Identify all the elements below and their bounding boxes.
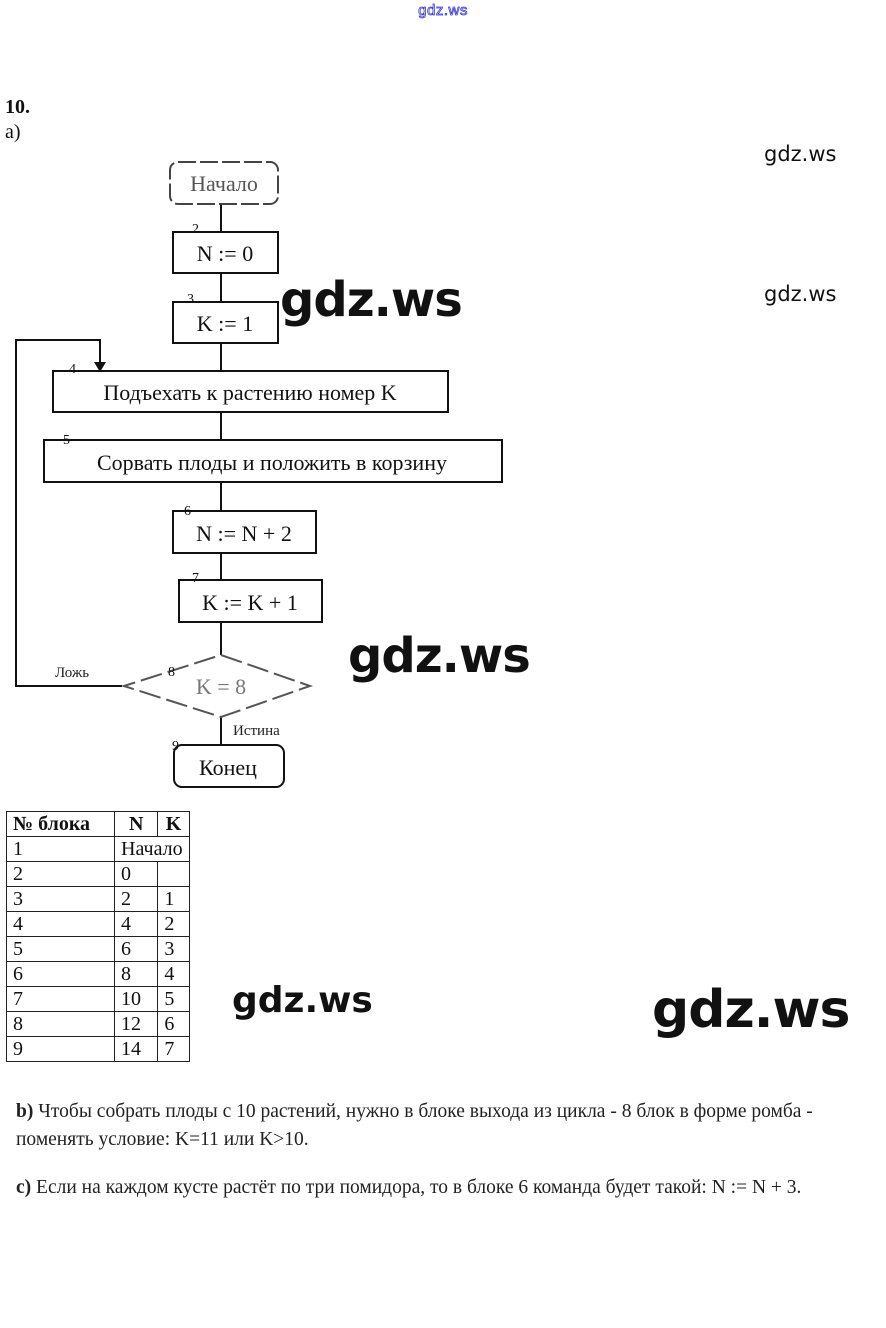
block-number: 9 bbox=[172, 739, 179, 754]
table-cell: 12 bbox=[113, 1011, 159, 1037]
block-number: 5 bbox=[63, 433, 70, 448]
block-5 bbox=[43, 439, 503, 483]
true-branch-label: Истина bbox=[233, 723, 280, 739]
table-cell bbox=[157, 861, 190, 887]
table-row: 4 4 2 bbox=[6, 911, 190, 937]
block-text-end: Конец bbox=[199, 755, 257, 780]
table-row: 7 10 5 bbox=[6, 986, 190, 1012]
block-number: 8 bbox=[168, 665, 175, 680]
loop-back-arrow bbox=[15, 339, 122, 687]
task-number: 10. bbox=[5, 96, 30, 118]
answer-b-text: Чтобы собрать плоды с 10 растений, нужно… bbox=[16, 1101, 813, 1150]
table-cell: 6 bbox=[113, 936, 159, 962]
table-cell: 6 bbox=[6, 961, 115, 987]
table-cell: Начало bbox=[114, 836, 190, 862]
block-6 bbox=[172, 510, 317, 554]
part-a-label: a) bbox=[5, 121, 21, 143]
table-cell: 5 bbox=[6, 936, 115, 962]
table-row: 1 Начало bbox=[6, 836, 190, 862]
block-number: 6 bbox=[184, 504, 191, 519]
block-7 bbox=[178, 579, 323, 623]
table-cell: 3 bbox=[6, 886, 115, 912]
table-cell: 14 bbox=[113, 1036, 159, 1062]
block-text: K := 1 bbox=[197, 311, 253, 336]
block-2 bbox=[172, 231, 279, 274]
watermark-large: gdz.ws bbox=[232, 980, 373, 1021]
answer-b-label: b) bbox=[16, 1101, 34, 1122]
table-cell: 4 bbox=[6, 911, 115, 937]
block-text-condition: K = 8 bbox=[196, 674, 246, 699]
table-cell: 2 bbox=[113, 886, 159, 912]
table-cell: 1 bbox=[157, 886, 190, 912]
block-number: 4 bbox=[69, 362, 76, 377]
table-cell: 7 bbox=[6, 986, 115, 1012]
block-text: Сорвать плоды и положить в корзину bbox=[97, 450, 447, 475]
column-header: N bbox=[113, 811, 159, 837]
table-header-row: № блока N K bbox=[6, 811, 190, 837]
block-4 bbox=[52, 370, 449, 413]
block-number: 7 bbox=[192, 571, 199, 586]
table-cell: 2 bbox=[6, 861, 115, 887]
watermark-large: gdz.ws bbox=[348, 628, 531, 684]
flowchart: 2 3 4 5 6 7 8 9 Начало N := 0 K := 1 Под… bbox=[15, 161, 503, 788]
table-cell: 2 bbox=[157, 911, 190, 937]
answer-b: b) Чтобы собрать плоды с 10 растений, ну… bbox=[16, 1098, 878, 1154]
table-cell: 8 bbox=[6, 1011, 115, 1037]
block-number: 3 bbox=[187, 292, 194, 307]
table-cell: 9 bbox=[6, 1036, 115, 1062]
answer-c-label: c) bbox=[16, 1177, 32, 1198]
block-number: 2 bbox=[192, 222, 199, 237]
table-cell: 1 bbox=[6, 836, 115, 862]
false-branch-label: Ложь bbox=[55, 665, 89, 681]
watermark-top: gdz.ws bbox=[418, 2, 468, 20]
block-text: N := 0 bbox=[197, 241, 253, 266]
watermark-small: gdz.ws bbox=[764, 282, 837, 306]
block-end bbox=[173, 744, 285, 788]
block-text-start: Начало bbox=[190, 171, 258, 196]
table-cell: 5 bbox=[157, 986, 190, 1012]
column-header: № блока bbox=[6, 811, 115, 837]
table-row: 9 14 7 bbox=[6, 1036, 190, 1062]
block-3 bbox=[172, 301, 279, 344]
block-start bbox=[169, 161, 279, 205]
watermark-small: gdz.ws bbox=[764, 142, 837, 166]
answer-c-text: Если на каждом кусте растёт по три помид… bbox=[31, 1177, 802, 1198]
table-cell: 3 bbox=[157, 936, 190, 962]
table-row: 6 8 4 bbox=[6, 961, 190, 987]
table-row: 3 2 1 bbox=[6, 886, 190, 912]
table-cell: 10 bbox=[113, 986, 159, 1012]
column-header: K bbox=[157, 811, 190, 837]
table-row: 5 6 3 bbox=[6, 936, 190, 962]
table-cell: 7 bbox=[157, 1036, 190, 1062]
watermark-large: gdz.ws bbox=[652, 980, 850, 1040]
block-text: Подъехать к растению номер K bbox=[103, 380, 396, 405]
table-cell: 4 bbox=[157, 961, 190, 987]
arrow-head-icon bbox=[94, 362, 106, 372]
table-cell: 8 bbox=[113, 961, 159, 987]
trace-table: № блока N K 1 Начало 2 0 3 2 1 4 4 2 5 6… bbox=[6, 811, 190, 1062]
block-text: N := N + 2 bbox=[196, 521, 292, 546]
block-text: K := K + 1 bbox=[202, 590, 298, 615]
answer-c: c) Если на каждом кусте растёт по три по… bbox=[16, 1174, 878, 1202]
table-row: 2 0 bbox=[6, 861, 190, 887]
block-8-decision bbox=[120, 653, 314, 719]
table-cell: 0 bbox=[113, 861, 159, 887]
table-row: 8 12 6 bbox=[6, 1011, 190, 1037]
table-cell: 4 bbox=[113, 911, 159, 937]
watermark-large: gdz.ws bbox=[280, 272, 463, 328]
table-cell: 6 bbox=[157, 1011, 190, 1037]
